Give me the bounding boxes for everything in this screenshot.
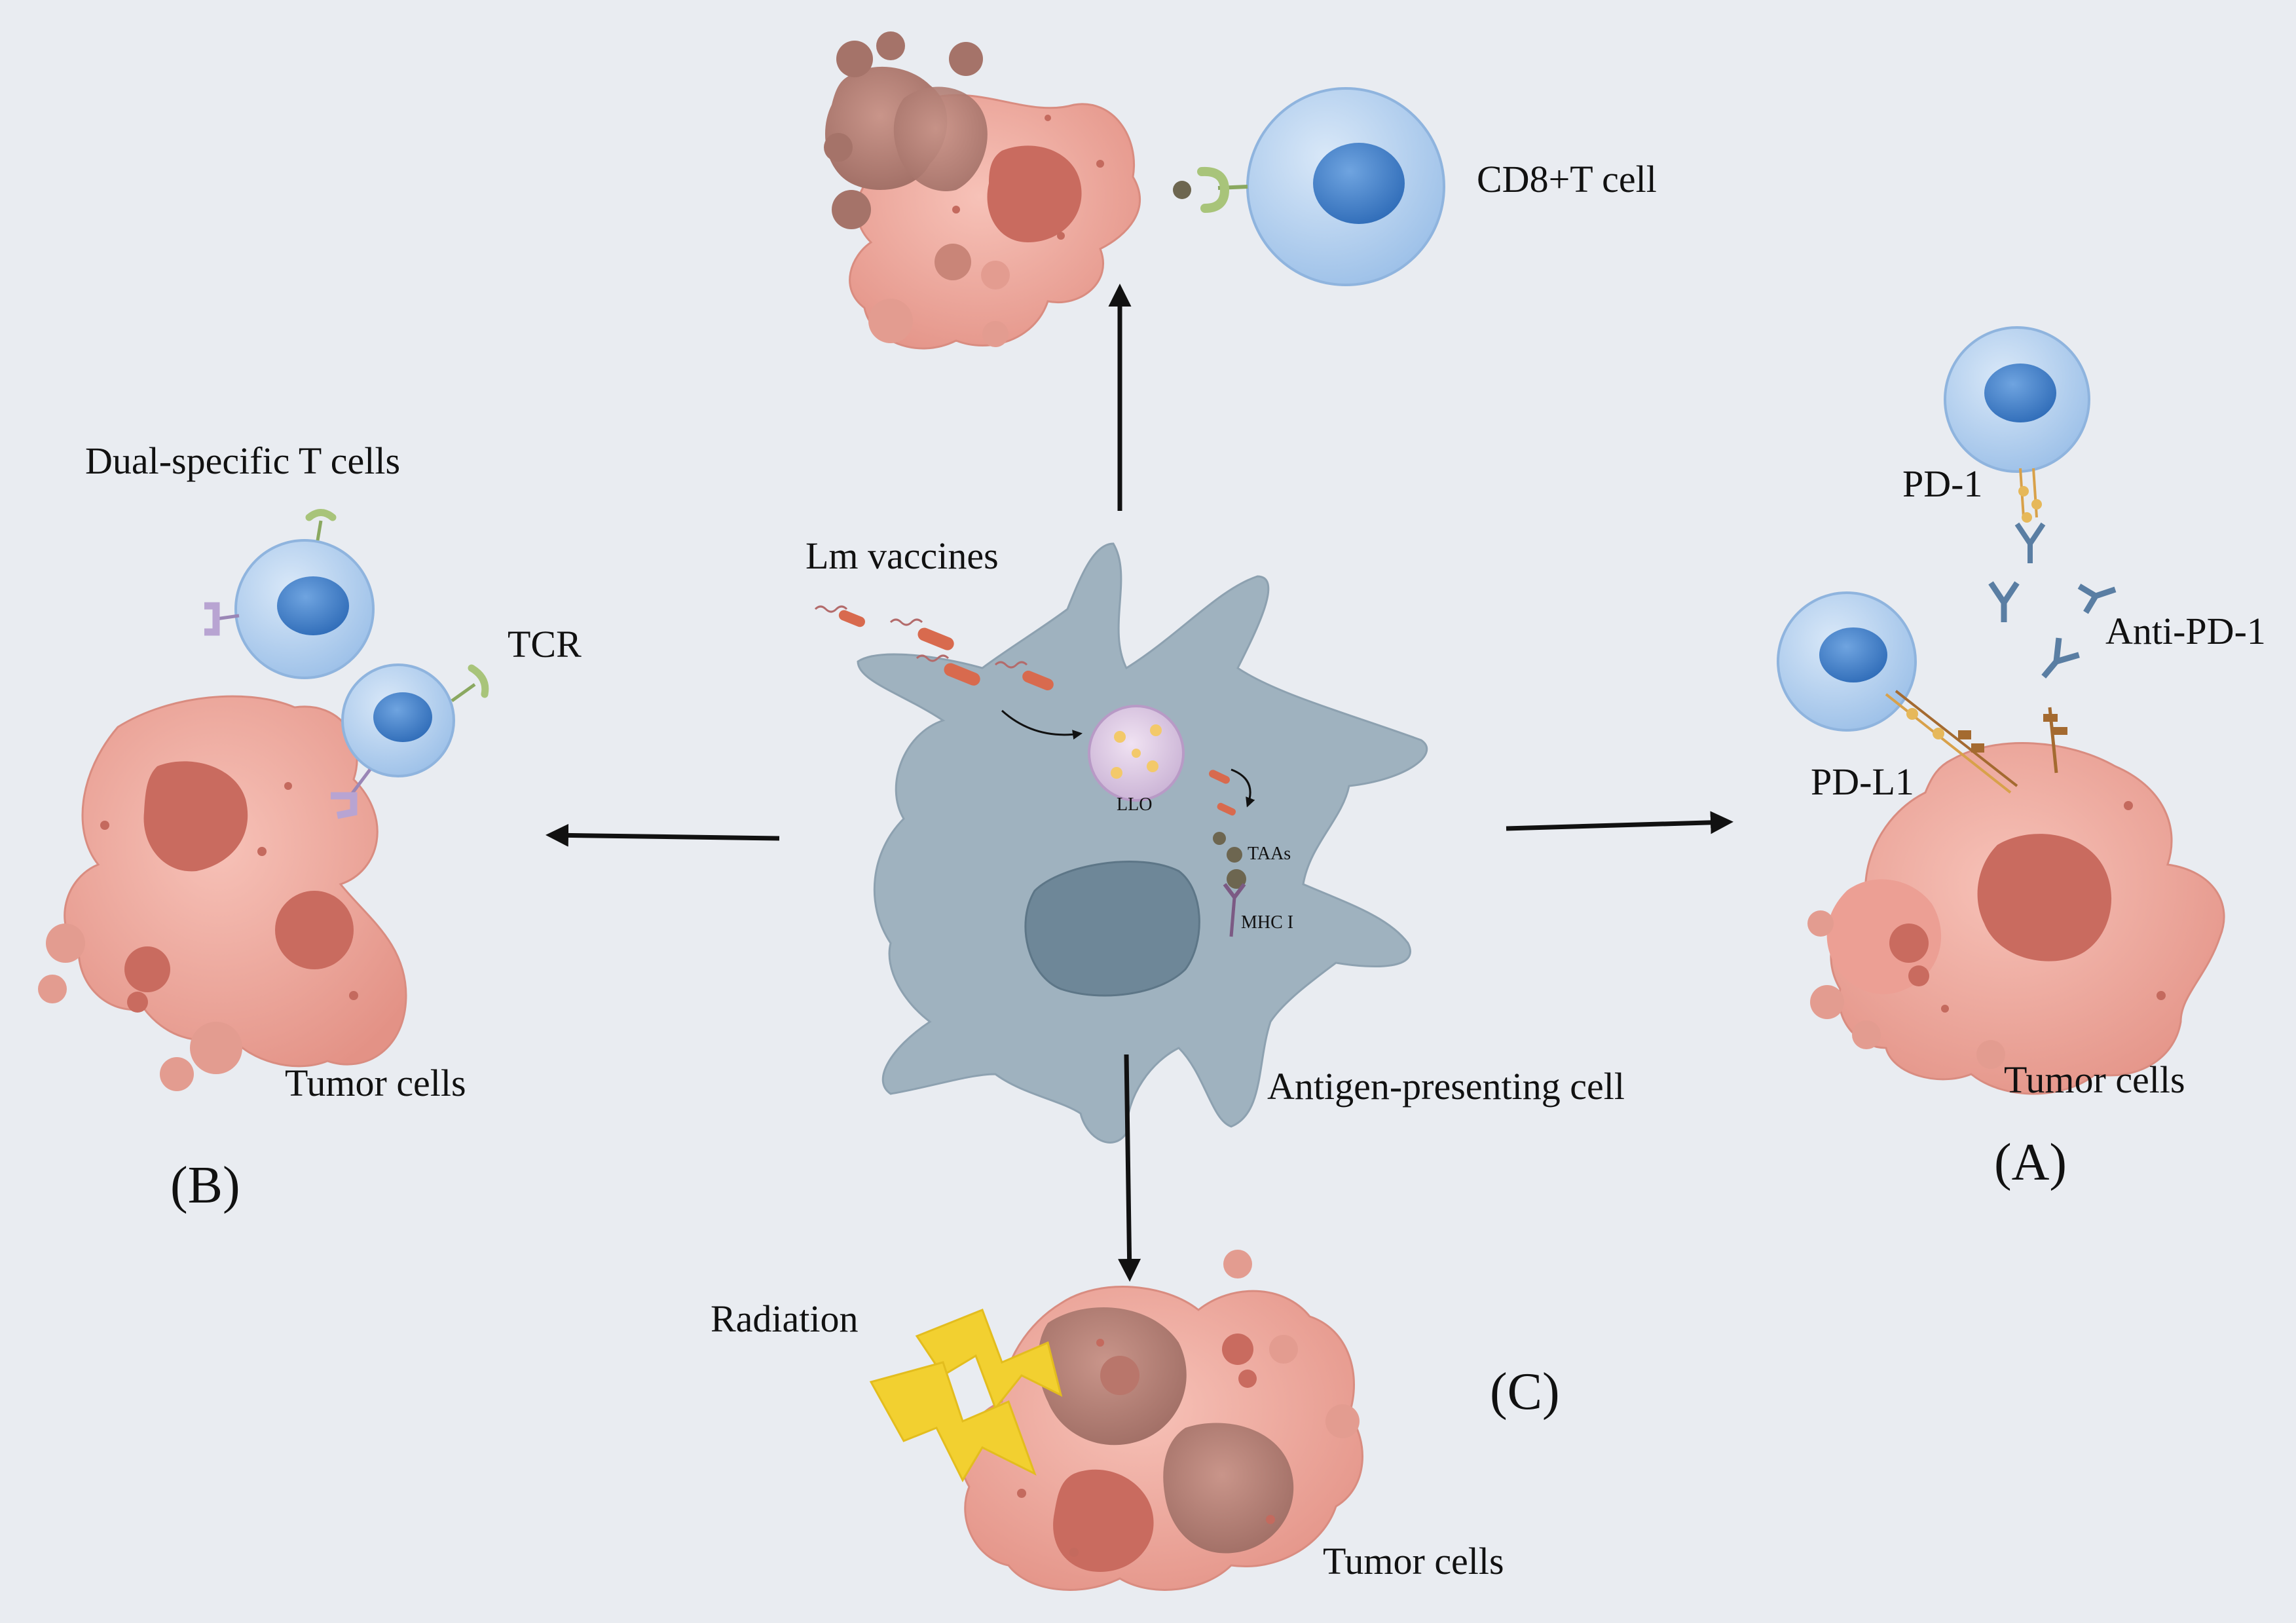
llo-label: LLO [1117, 794, 1153, 815]
pdl1-label: PD-L1 [1811, 760, 1914, 803]
llo-vesicle [1088, 705, 1185, 802]
dual-specific-t-cell-2 [331, 663, 489, 819]
anti-pd1-antibodies [1988, 581, 2117, 679]
dual-specific-t-cells-label: Dual-specific T cells [85, 439, 401, 482]
top-dying-tumor-cluster [824, 31, 1141, 350]
panel-c-label: (C) [1490, 1363, 1560, 1421]
mhc1-label: MHC I [1241, 912, 1294, 933]
panel-b-label: (B) [170, 1157, 240, 1214]
cd8-t-cell [1173, 87, 1445, 286]
apc-nucleus [1024, 861, 1200, 997]
antigen-presenting-cell [857, 542, 1428, 1144]
arrow-down [1118, 1054, 1141, 1282]
anti-pd1-label: Anti-PD-1 [2105, 610, 2266, 652]
tcr-label: TCR [508, 623, 582, 665]
lightning-bolt-icon [869, 1309, 1063, 1483]
cd8-t-cell-label: CD8+T cell [1477, 158, 1657, 200]
taa-processing [1209, 768, 1255, 937]
taas-label: TAAs [1248, 844, 1291, 864]
lm-vaccines-label: Lm vaccines [805, 534, 999, 577]
apc-label: Antigen-presenting cell [1267, 1065, 1625, 1108]
right-tumor-cluster [1807, 742, 2225, 1095]
tumor-cells-left-label: Tumor cells [285, 1062, 466, 1104]
tumor-cells-bottom-label: Tumor cells [1323, 1540, 1504, 1582]
radiation-label: Radiation [711, 1297, 859, 1340]
tumor-cells-right-label: Tumor cells [2004, 1058, 2185, 1101]
right-t-cell-top [1944, 326, 2090, 563]
arrow-right [1506, 811, 1733, 834]
pd1-label: PD-1 [1902, 462, 1983, 505]
lm-vaccine-bacteria [814, 605, 1083, 740]
bottom-tumor-cluster [960, 1250, 1363, 1591]
left-tumor-cluster [38, 695, 407, 1091]
arrow-left [546, 823, 780, 847]
right-t-cell-bottom [1777, 591, 2067, 794]
dual-specific-t-cell-1 [204, 509, 375, 679]
panel-a-label: (A) [1994, 1134, 2067, 1191]
